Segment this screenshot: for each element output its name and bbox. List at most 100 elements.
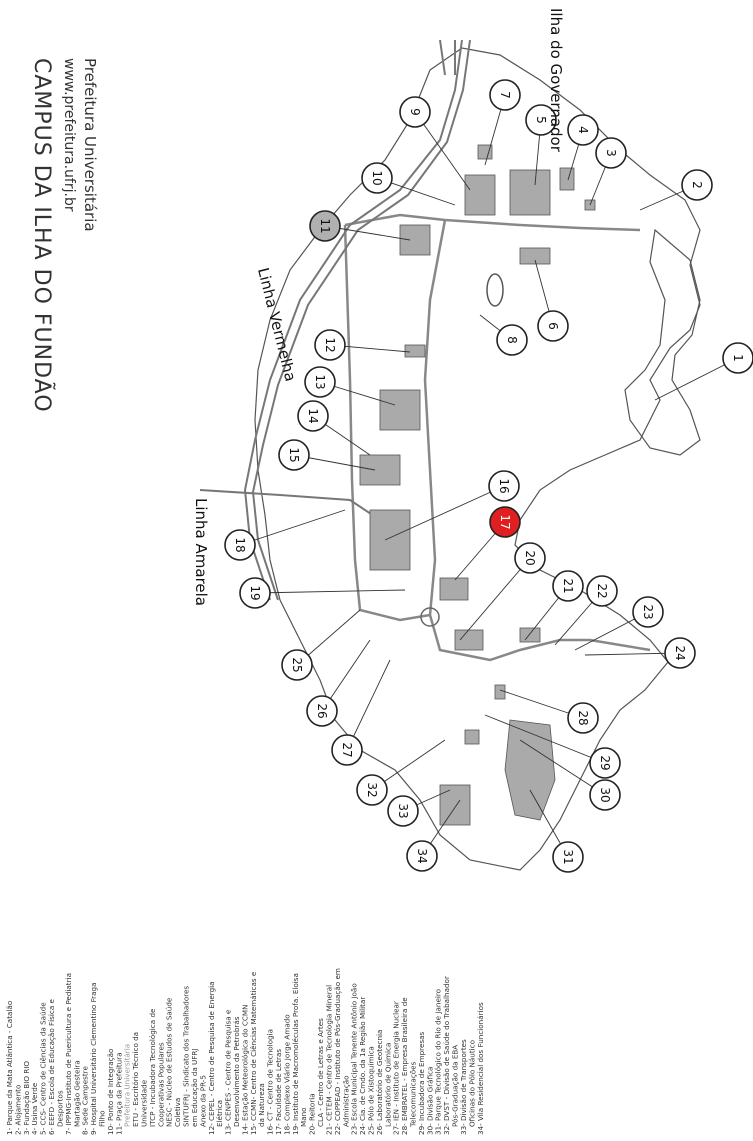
marker-circle-5 — [525, 104, 557, 136]
marker-circle-27 — [331, 734, 363, 766]
map-marker-6[interactable]: 6 — [537, 310, 569, 342]
map-marker-19[interactable]: 19 — [239, 577, 271, 609]
marker-circle-33 — [387, 795, 419, 827]
road-west — [343, 224, 431, 622]
marker-circle-25 — [281, 649, 313, 681]
marker-number-1: 1 — [731, 354, 745, 362]
buildings — [359, 144, 596, 826]
roundabout — [420, 607, 440, 627]
bridge — [439, 39, 456, 76]
marker-number-8: 8 — [505, 336, 519, 344]
marker-number-20: 20 — [523, 550, 537, 565]
marker-number-26: 26 — [315, 703, 329, 718]
marker-number-3: 3 — [604, 149, 618, 157]
marker-number-11: 11 — [318, 218, 332, 233]
catalao-outline — [624, 228, 701, 456]
map-marker-11[interactable]: 11 — [309, 210, 341, 242]
marker-circle-13 — [304, 366, 336, 398]
marker-circle-20 — [514, 542, 546, 574]
marker-circle-3 — [595, 137, 627, 169]
marker-circle-9 — [399, 96, 431, 128]
leader-line-27 — [346, 659, 391, 751]
marker-number-27: 27 — [340, 742, 354, 757]
map-marker-26[interactable]: 26 — [306, 695, 338, 727]
map-marker-13[interactable]: 13 — [304, 366, 336, 398]
map-marker-12[interactable]: 12 — [314, 329, 346, 361]
marker-number-28: 28 — [576, 710, 590, 725]
marker-circle-26 — [306, 695, 338, 727]
road-north — [344, 213, 641, 232]
organization-name: Prefeitura Universitária — [81, 58, 99, 232]
map-marker-1[interactable]: 1 — [722, 342, 753, 374]
linha-amarela-road — [199, 489, 381, 521]
marker-circle-6 — [537, 310, 569, 342]
marker-number-9: 9 — [408, 108, 422, 116]
marker-circle-29 — [589, 747, 621, 779]
website-url[interactable]: www.prefeitura.ufrj.br — [61, 58, 77, 212]
marker-circle-24 — [664, 637, 696, 669]
map-marker-15[interactable]: 15 — [278, 439, 310, 471]
marker-number-19: 19 — [248, 585, 262, 600]
marker-number-14: 14 — [306, 408, 320, 423]
marker-circle-30 — [589, 779, 621, 811]
map-marker-33[interactable]: 33 — [387, 795, 419, 827]
map-marker-22[interactable]: 22 — [586, 575, 618, 607]
marker-number-30: 30 — [598, 787, 612, 802]
linha-vermelha-road-2 — [251, 39, 471, 601]
map-marker-20[interactable]: 20 — [514, 542, 546, 574]
athletics-track — [486, 273, 504, 307]
marker-number-13: 13 — [313, 374, 327, 389]
map-marker-30[interactable]: 30 — [589, 779, 621, 811]
label-linha-amarela: Linha Amarela — [192, 498, 210, 606]
map-marker-29[interactable]: 29 — [589, 747, 621, 779]
map-marker-14[interactable]: 14 — [297, 400, 329, 432]
map-marker-31[interactable]: 31 — [552, 841, 584, 873]
marker-number-32: 32 — [365, 782, 379, 797]
map-marker-5[interactable]: 5 — [525, 104, 557, 136]
leader-line-30 — [519, 739, 606, 796]
leader-line-20 — [459, 557, 531, 641]
marker-circle-1 — [722, 342, 753, 374]
leader-line-16 — [384, 485, 505, 541]
map-marker-28[interactable]: 28 — [567, 702, 599, 734]
leader-line-24 — [584, 652, 681, 656]
marker-number-24: 24 — [673, 645, 687, 660]
map-marker-3[interactable]: 3 — [595, 137, 627, 169]
map-marker-8[interactable]: 8 — [496, 324, 528, 356]
map-marker-24[interactable]: 24 — [664, 637, 696, 669]
leader-line-29 — [484, 714, 606, 764]
marker-number-10: 10 — [370, 170, 384, 185]
marker-number-15: 15 — [287, 447, 301, 462]
map-marker-27[interactable]: 27 — [331, 734, 363, 766]
leader-line-19 — [254, 589, 406, 594]
map-marker-9[interactable]: 9 — [399, 96, 431, 128]
marker-number-4: 4 — [576, 126, 590, 134]
map-marker-2[interactable]: 2 — [681, 169, 713, 201]
marker-number-31: 31 — [561, 849, 575, 864]
map-marker-23[interactable]: 23 — [632, 596, 664, 628]
map-marker-10[interactable]: 10 — [361, 162, 393, 194]
map-marker-32[interactable]: 32 — [356, 774, 388, 806]
marker-circle-22 — [586, 575, 618, 607]
map-marker-17[interactable]: 17 — [489, 506, 521, 538]
marker-number-18: 18 — [233, 537, 247, 552]
main-road — [423, 219, 651, 662]
map-marker-7[interactable]: 7 — [489, 79, 521, 111]
marker-number-21: 21 — [561, 578, 575, 593]
marker-circle-15 — [278, 439, 310, 471]
map-marker-21[interactable]: 21 — [552, 570, 584, 602]
map-marker-34[interactable]: 34 — [406, 840, 438, 872]
marker-number-16: 16 — [497, 478, 511, 493]
map-marker-25[interactable]: 25 — [281, 649, 313, 681]
map-marker-4[interactable]: 4 — [567, 114, 599, 146]
map-title: CAMPUS DA ILHA DO FUNDÃO — [29, 58, 54, 413]
map-marker-16[interactable]: 16 — [488, 470, 520, 502]
marker-circle-16 — [488, 470, 520, 502]
map-marker-18[interactable]: 18 — [224, 529, 256, 561]
marker-circle-8 — [496, 324, 528, 356]
marker-number-17: 17 — [498, 514, 512, 529]
marker-circle-2 — [681, 169, 713, 201]
leader-lines — [239, 94, 739, 858]
